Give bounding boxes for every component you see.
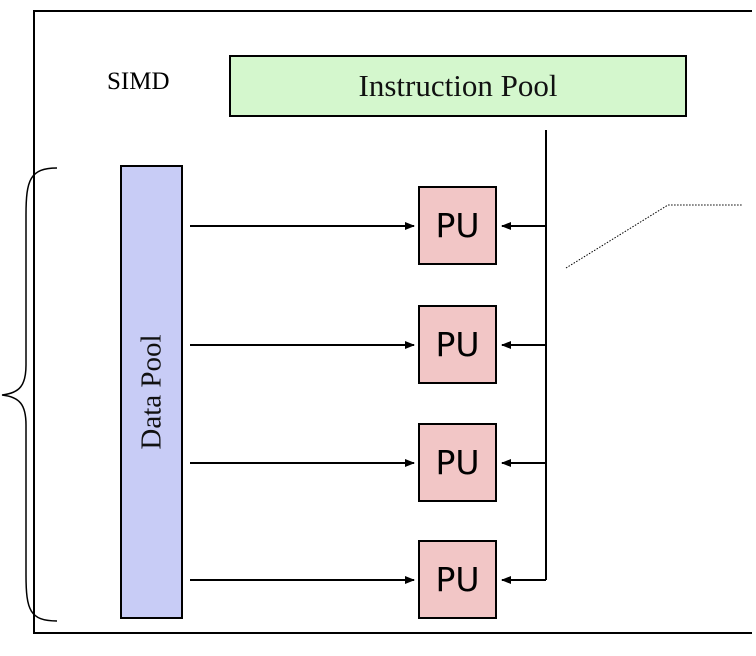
instruction-pool-box: Instruction Pool [229, 55, 687, 117]
left-brace [1, 167, 58, 622]
simd-label: SIMD [107, 68, 170, 95]
data-pool-label: Data Pool [135, 334, 167, 450]
processing-unit-label: PU [435, 560, 480, 599]
instruction-pool-label: Instruction Pool [358, 68, 558, 103]
processing-unit-1: PU [418, 186, 497, 265]
processing-unit-label: PU [435, 206, 480, 245]
data-pool-box: Data Pool [120, 165, 183, 619]
processing-unit-4: PU [418, 540, 497, 619]
processing-unit-3: PU [418, 423, 497, 502]
callout-dotted-line [565, 204, 742, 269]
processing-unit-label: PU [435, 325, 480, 364]
processing-unit-label: PU [435, 443, 480, 482]
processing-unit-2: PU [418, 305, 497, 384]
